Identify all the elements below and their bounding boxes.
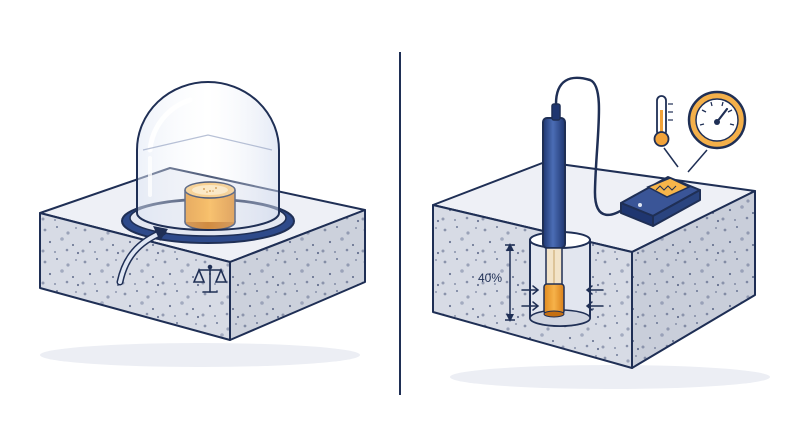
- glass-dome: [136, 81, 280, 231]
- vapor-arrow: [116, 226, 168, 286]
- meter-screen: [646, 177, 691, 198]
- balance-icon: [192, 264, 228, 293]
- concrete-slab: [39, 167, 366, 341]
- probe-cable: [554, 76, 627, 217]
- gauge-icon: [687, 90, 747, 150]
- block-right-face: [631, 190, 756, 369]
- depth-dimension: [505, 243, 515, 322]
- rh-probe: [542, 103, 566, 318]
- meter-display: [620, 176, 701, 227]
- moisture-arrows: [521, 285, 604, 311]
- callout-lines: [663, 147, 708, 173]
- thermometer-icon: [653, 95, 673, 147]
- depth-percent-label: 40%: [478, 271, 502, 285]
- block-shadow: [450, 365, 770, 389]
- slab-right-shade: [230, 210, 365, 340]
- slab-shadow: [40, 343, 360, 367]
- slab-right-face: [229, 209, 366, 341]
- right-panel-rh-probe-test: 40%: [432, 76, 770, 389]
- left-panel-surface-test: [39, 81, 366, 367]
